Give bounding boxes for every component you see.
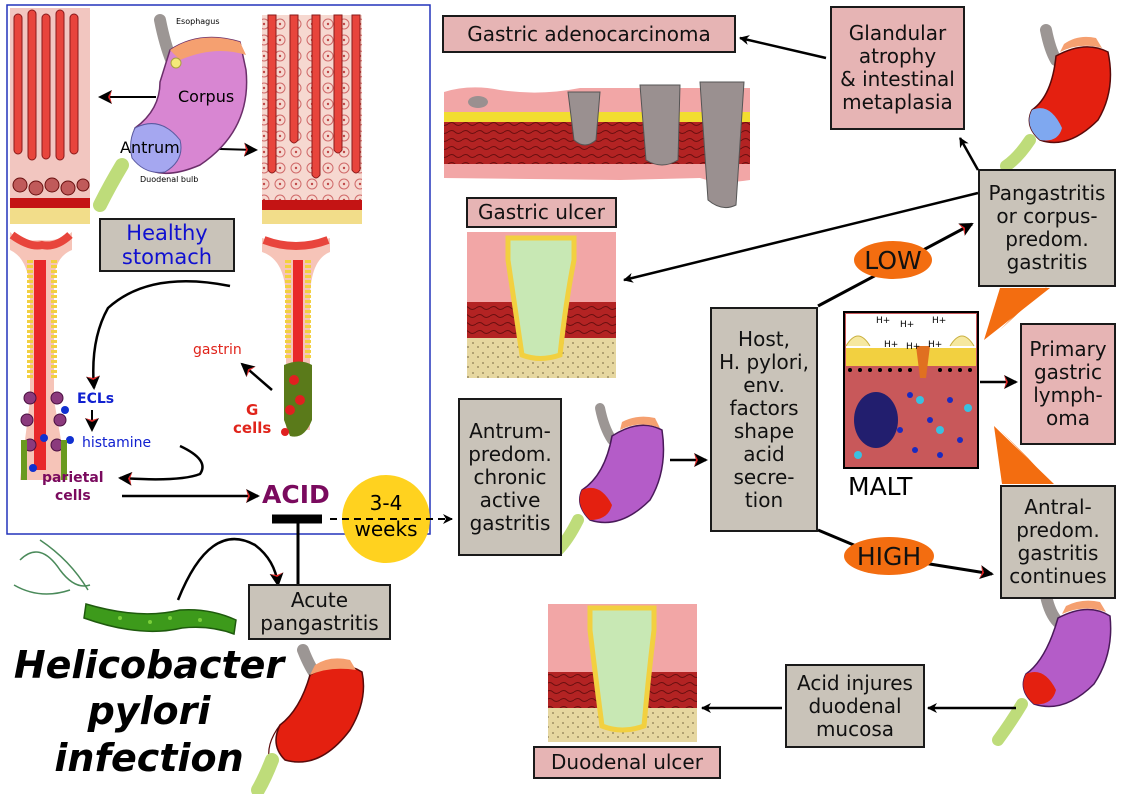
helicobacter-bacterium — [13, 539, 237, 636]
gastric-ulcer-box: Gastric ulcer — [466, 197, 617, 228]
h-plus-3: H+ — [932, 316, 947, 326]
antrum-gastritis-stomach — [552, 403, 665, 556]
gastrin-label: gastrin — [193, 342, 242, 358]
parietal-cells-label: parietal cells — [42, 470, 104, 504]
h-plus-4: H+ — [884, 340, 899, 350]
duodenal-bulb-label: Duodenal bulb — [140, 175, 199, 184]
ecls-label: ECLs — [77, 391, 115, 407]
g-cells-label: G cells — [233, 401, 272, 437]
malt-label: MALT — [848, 472, 913, 501]
antrum-gland-illustration — [262, 236, 330, 437]
corpus-mucosa-illustration — [10, 8, 90, 224]
high-badge: HIGH — [844, 537, 934, 575]
pangastritis-box: Pangastritis or corpus- predom. gastriti… — [978, 169, 1116, 287]
antral-continues-box: Antral- predom. gastritis continues — [1000, 485, 1116, 599]
adenocarcinoma-tissue — [444, 81, 750, 209]
antrum-gastritis-box: Antrum- predom. chronic active gastritis — [458, 398, 562, 556]
h-plus-1: H+ — [876, 316, 891, 326]
healthy-stomach-box: Healthy stomach — [99, 218, 235, 272]
antral-gastritis-stomach — [992, 590, 1112, 746]
infected-stomach-illustration — [251, 644, 365, 794]
gastric-adenocarcinoma-box: Gastric adenocarcinoma — [442, 15, 736, 53]
weeks-label: 3-4 weeks — [354, 491, 418, 541]
infection-title: Helicobacter pylori infection — [13, 643, 285, 780]
gastric-ulcer-tissue — [467, 232, 616, 378]
corpus-gland-illustration — [9, 231, 74, 480]
weeks-circle — [342, 475, 430, 563]
acute-pangastritis-box: Acute pangastritis — [248, 584, 391, 640]
antrum-label: Antrum — [120, 138, 180, 157]
corpus-label: Corpus — [178, 87, 235, 106]
esophagus-label: Esophagus — [176, 17, 220, 26]
stomach-anatomy-illustration — [93, 14, 248, 212]
acid-label: ACID — [262, 480, 330, 509]
acid-injures-box: Acid injures duodenal mucosa — [785, 664, 925, 748]
healthy-panel-border — [6, 4, 431, 535]
host-factors-box: Host, H. pylori, env. factors shape acid… — [710, 307, 818, 532]
h-plus-2: H+ — [900, 320, 915, 330]
primary-lymphoma-box: Primary gastric lymph- oma — [1020, 323, 1116, 445]
malt-illustration — [843, 311, 979, 469]
glandular-atrophy-box: Glandular atrophy & intestinal metaplasi… — [830, 6, 965, 130]
h-plus-6: H+ — [928, 340, 943, 350]
pangastritis-stomach — [1000, 24, 1112, 172]
duodenal-ulcer-box: Duodenal ulcer — [533, 746, 721, 779]
low-badge: LOW — [854, 241, 932, 279]
duodenal-ulcer-tissue — [548, 604, 697, 742]
histamine-label: histamine — [82, 435, 152, 451]
h-plus-5: H+ — [906, 342, 921, 352]
antrum-mucosa-illustration — [262, 14, 362, 224]
